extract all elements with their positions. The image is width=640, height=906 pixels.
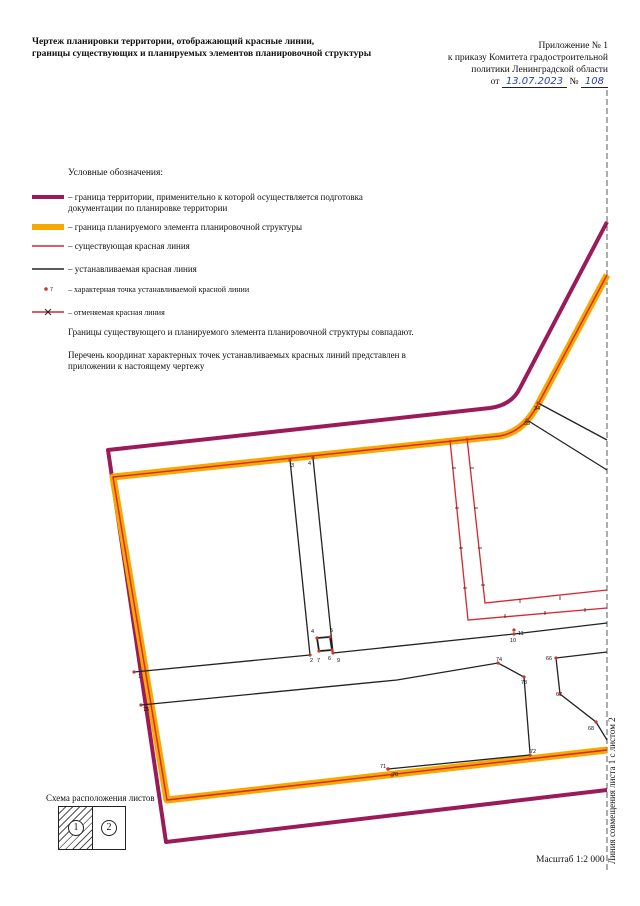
established-red-lines (133, 402, 608, 770)
territory-boundary (106, 221, 609, 844)
point-label-7: 7 (317, 658, 320, 664)
legend-item-territory-boundary: – граница территории, применительно к ко… (32, 192, 412, 213)
approval-block: Приложение № 1 к приказу Комитета градос… (378, 40, 608, 88)
legend-note-coordinates: Перечень координат характерных точек уст… (68, 350, 406, 371)
planned-element-boundary (109, 273, 611, 804)
point-label-71: 71 (380, 764, 386, 770)
approval-line-1: Приложение № 1 (538, 41, 608, 51)
legend-heading: Условные обозначения: (68, 168, 164, 178)
page-title: Чертеж планировки территории, отображающ… (32, 36, 392, 60)
legend-item-established-red-line-text: – устанавливаемая красная линия (68, 264, 197, 274)
sheet-2-number: 2 (101, 820, 117, 836)
established-line-66 (555, 651, 608, 659)
territory-boundary-symbol (32, 195, 64, 199)
date-prefix: от (490, 77, 500, 87)
characteristic-points (132, 401, 598, 777)
title-line-2: границы существующих и планируемых элеме… (32, 49, 372, 59)
point-label-4a: 4 (308, 461, 311, 467)
characteristic-point-symbol: 7 (44, 287, 53, 293)
point-label-34: 34 (534, 406, 540, 412)
sheet-layout-scheme: 1 2 (58, 806, 126, 850)
scale-label: Масштаб 1:2 000 (536, 855, 605, 865)
established-line-1-2 (133, 654, 311, 673)
established-line-70-72 (387, 754, 531, 770)
existing-red-line-block-inner (466, 437, 608, 604)
point-label-5: 5 (330, 628, 333, 634)
point-label-66: 66 (546, 656, 552, 662)
point-label-1: 1 (138, 674, 141, 680)
title-line-1: Чертеж планировки территории, отображающ… (32, 37, 315, 47)
point-label-75: 75 (143, 707, 149, 713)
approval-line-3: политики Ленинградской области (471, 65, 608, 75)
point-label-9: 9 (337, 658, 340, 664)
legend-item-cancelled-red-line: – отменяемая красная линия (32, 307, 412, 321)
sheet-join-label: Линия совмещения листа 1 с листом 2 (607, 717, 617, 864)
sheet-layout-title: Схема расположения листов (46, 793, 155, 803)
approval-date-line: от 13.07.2023 № 108 (378, 76, 608, 88)
established-line-75-72 (140, 662, 531, 754)
characteristic-point-sample-label: 7 (50, 287, 53, 293)
point-label-74: 74 (496, 657, 502, 663)
existing-red-line-symbol (32, 245, 64, 247)
point-label-10: 10 (510, 638, 516, 644)
point-label-6: 6 (328, 656, 331, 662)
legend-item-existing-red-line-text: – существующая красная линия (68, 241, 190, 251)
established-line-67-68 (555, 657, 608, 741)
approval-date: 13.07.2023 (501, 76, 568, 88)
legend-item-established-red-line: – устанавливаемая красная линия (32, 264, 412, 278)
sheet-1-cell: 1 (59, 807, 93, 849)
point-label-72: 72 (530, 749, 536, 755)
approval-number: 108 (580, 76, 608, 88)
legend-item-characteristic-point-text: – характерная точка устанавливаемой крас… (68, 285, 250, 294)
point-label-67: 67 (556, 692, 562, 698)
established-line-3-2 (289, 459, 311, 656)
legend-item-planned-element-text: – граница планируемого элемента планиров… (68, 222, 303, 232)
existing-red-line-ticks (452, 467, 586, 618)
sheet-1-number: 1 (68, 820, 84, 836)
legend-item-characteristic-point: 7 – характерная точка устанавливаемой кр… (32, 284, 412, 298)
approval-line-2: к приказу Комитета градостроительной (447, 53, 608, 63)
established-line-9-11 (332, 622, 608, 654)
existing-red-line-main (112, 274, 608, 801)
legend-item-planned-element: – граница планируемого элемента планиров… (32, 222, 412, 236)
cancelled-red-line-symbol (32, 308, 64, 316)
established-red-line-symbol (32, 268, 64, 270)
legend-note-coincide: Границы существующего и планируемого эле… (68, 327, 414, 337)
established-line-4-9 (312, 457, 334, 654)
point-label-36: 35 (524, 421, 530, 427)
sheet-2-cell: 2 (92, 807, 125, 849)
point-label-3: 3 (291, 463, 294, 469)
established-square (315, 636, 334, 652)
existing-red-line-block-outer (449, 439, 608, 621)
legend-item-territory-boundary-text: – граница территории, применительно к ко… (68, 192, 363, 213)
point-label-68: 68 (588, 726, 594, 732)
legend-item-existing-red-line: – существующая красная линия (32, 241, 412, 255)
point-label-4b: 4 (311, 629, 314, 635)
point-label-11: 11 (518, 631, 524, 637)
point-label-2: 2 (310, 658, 313, 664)
legend-item-cancelled-red-line-text: – отменяемая красная линия (68, 308, 165, 317)
point-label-70: 70 (392, 772, 398, 778)
established-line-36 (526, 419, 608, 471)
established-line-34 (537, 402, 608, 441)
point-label-73: 73 (521, 680, 527, 686)
planned-element-symbol (32, 224, 64, 230)
number-prefix: № (569, 77, 579, 87)
